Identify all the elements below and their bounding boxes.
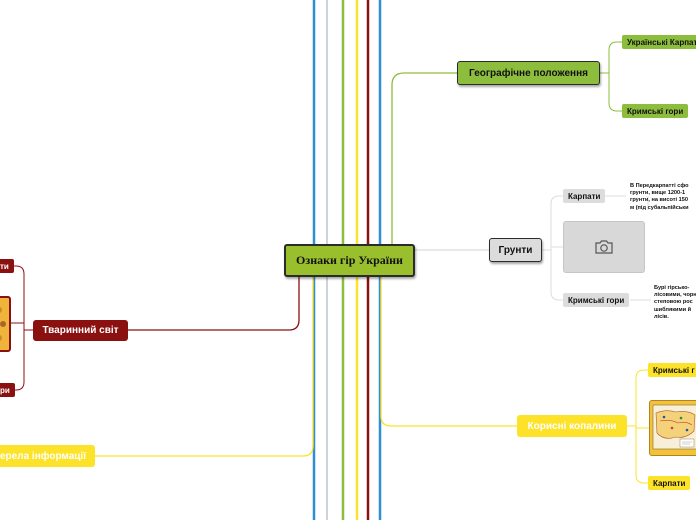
subtopic-fauna-1[interactable]: ти (0, 259, 14, 273)
note-crimean-soils: Бурі гірсько- лісовими, чорн степовою ро… (654, 285, 696, 320)
topic-soils[interactable]: Грунти (489, 238, 542, 262)
subtopic-crimean-mountains[interactable]: Кримські гори (622, 104, 689, 118)
minerals-map-image (649, 400, 696, 456)
subtopic-minerals-carpathians[interactable]: Карпати (648, 476, 691, 490)
topic-minerals[interactable]: Корисні копалини (517, 415, 627, 437)
topic-fauna[interactable]: Тваринний світ (33, 320, 128, 341)
subtopic-soils-carpathians[interactable]: Карпати (563, 189, 606, 203)
note-carpathian-soils: В Передкарпатті сфо грунти, вище 1200-1 … (630, 183, 689, 211)
topic-information-sources[interactable]: жерела інформації (0, 445, 95, 467)
subtopic-soils-crimean-mountains[interactable]: Кримські гори (563, 293, 630, 307)
fauna-image (0, 296, 11, 352)
camera-icon (595, 240, 613, 254)
topic-geographic-position[interactable]: Географічне положення (457, 61, 600, 85)
image-placeholder[interactable] (563, 221, 645, 273)
subtopic-minerals-crimean[interactable]: Кримські г (648, 363, 696, 377)
subtopic-fauna-2[interactable]: ри (0, 383, 15, 397)
subtopic-ukrainian-carpathians[interactable]: Українські Карпати (622, 35, 696, 49)
central-topic[interactable]: Ознаки гір України (284, 244, 415, 277)
